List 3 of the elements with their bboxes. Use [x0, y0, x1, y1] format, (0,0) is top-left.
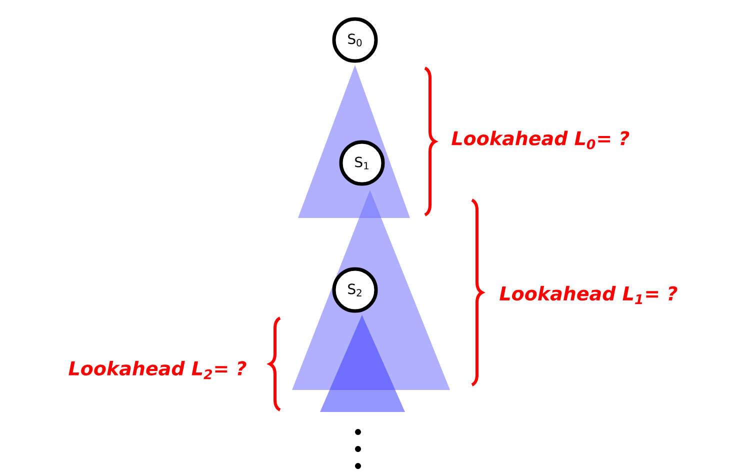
lookahead-label: Lookahead L$_{1}$= ? [500, 286, 678, 304]
lookahead-label: Lookahead L$_{2}$= ? [68, 360, 246, 380]
lookahead-label: Lookahead L$_{0}$= ? [452, 130, 630, 150]
